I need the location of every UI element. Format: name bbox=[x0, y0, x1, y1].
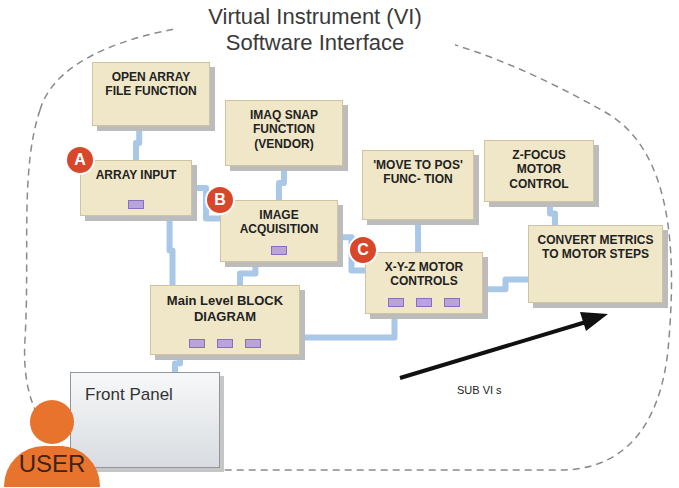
user-figure: USER bbox=[4, 446, 100, 487]
callout-letter: A bbox=[65, 145, 95, 175]
sub-vi-box: IMAGE ACQUISITION bbox=[220, 200, 338, 262]
box-label: IMAQ SNAP FUNCTION (VENDOR) bbox=[232, 108, 336, 151]
sub-vi-icon bbox=[189, 339, 205, 348]
box-label: ARRAY INPUT bbox=[87, 168, 185, 182]
text-group: X-Y-Z MOTOR CONTROLS bbox=[372, 260, 476, 289]
text-group: IMAQ SNAP FUNCTION (VENDOR) bbox=[232, 108, 336, 151]
sub-vi-box: ARRAY INPUT bbox=[80, 160, 192, 216]
sub-vi-icons bbox=[81, 200, 191, 209]
text-group: Z-FOCUS MOTOR CONTROL bbox=[491, 148, 587, 191]
callout-letter: C bbox=[348, 235, 378, 265]
connector-line bbox=[300, 314, 395, 338]
block-diagram-box: Main Level BLOCK DIAGRAM bbox=[150, 285, 300, 355]
connector-line bbox=[175, 355, 180, 372]
connector-line bbox=[170, 216, 173, 285]
text-group: ARRAY INPUT bbox=[87, 168, 185, 182]
connector-line bbox=[240, 262, 255, 285]
box-label: Z-FOCUS MOTOR CONTROL bbox=[491, 148, 587, 191]
sub-vi-icon bbox=[245, 339, 261, 348]
text-group: CONVERT METRICS TO MOTOR STEPS bbox=[535, 233, 656, 262]
sub-vi-icon bbox=[217, 339, 233, 348]
text-group: USER bbox=[8, 450, 96, 479]
connector-line bbox=[550, 202, 555, 225]
dashed-boundary bbox=[25, 20, 672, 470]
box-label: X-Y-Z MOTOR CONTROLS bbox=[372, 260, 476, 289]
sub-vi-box: IMAQ SNAP FUNCTION (VENDOR) bbox=[225, 100, 343, 166]
sub-vi-icons bbox=[151, 339, 299, 348]
text-group: IMAGE ACQUISITION bbox=[227, 208, 331, 237]
box-label: Front Panel bbox=[85, 385, 205, 405]
text-group: 'MOVE TO POS' FUNC- TION bbox=[369, 158, 467, 187]
sub-vi-arrow-shaft bbox=[400, 322, 586, 378]
box-label: CONVERT METRICS TO MOTOR STEPS bbox=[535, 233, 656, 262]
sub-vi-box: OPEN ARRAY FILE FUNCTION bbox=[92, 62, 210, 126]
sub-vi-icon bbox=[128, 200, 144, 209]
text-group: Front Panel bbox=[85, 385, 205, 405]
text-group: OPEN ARRAY FILE FUNCTION bbox=[99, 70, 203, 99]
box-label: IMAGE ACQUISITION bbox=[227, 208, 331, 237]
box-label: OPEN ARRAY FILE FUNCTION bbox=[99, 70, 203, 99]
box-label: USER bbox=[8, 450, 96, 479]
connector-line bbox=[279, 166, 284, 200]
sub-vi-icons bbox=[366, 298, 482, 307]
sub-vi-box: 'MOVE TO POS' FUNC- TION bbox=[362, 150, 474, 220]
connector-line bbox=[136, 126, 139, 160]
sub-vi-box: CONVERT METRICS TO MOTOR STEPS bbox=[528, 225, 663, 303]
box-label: Main Level BLOCK DIAGRAM bbox=[157, 293, 293, 324]
sub-vi-icon bbox=[416, 298, 432, 307]
connector-line bbox=[415, 220, 421, 252]
sub-vi-arrow-head bbox=[580, 312, 608, 331]
arrow-caption: SUB VI s bbox=[455, 384, 504, 397]
connector-line bbox=[483, 280, 528, 290]
sub-vi-icon bbox=[388, 298, 404, 307]
box-label: 'MOVE TO POS' FUNC- TION bbox=[369, 158, 467, 187]
text-group: Main Level BLOCK DIAGRAM bbox=[157, 293, 293, 324]
callout-letter: B bbox=[205, 185, 235, 215]
sub-vi-icon bbox=[444, 298, 460, 307]
sub-vi-icons bbox=[221, 246, 337, 255]
diagram-title: Virtual Instrument (VI) Software Interfa… bbox=[175, 4, 455, 57]
front-panel: Front Panel bbox=[70, 372, 220, 468]
sub-vi-box: Z-FOCUS MOTOR CONTROL bbox=[484, 140, 594, 202]
user-head bbox=[30, 400, 74, 444]
sub-vi-icon bbox=[271, 246, 287, 255]
sub-vi-box: X-Y-Z MOTOR CONTROLS bbox=[365, 252, 483, 314]
